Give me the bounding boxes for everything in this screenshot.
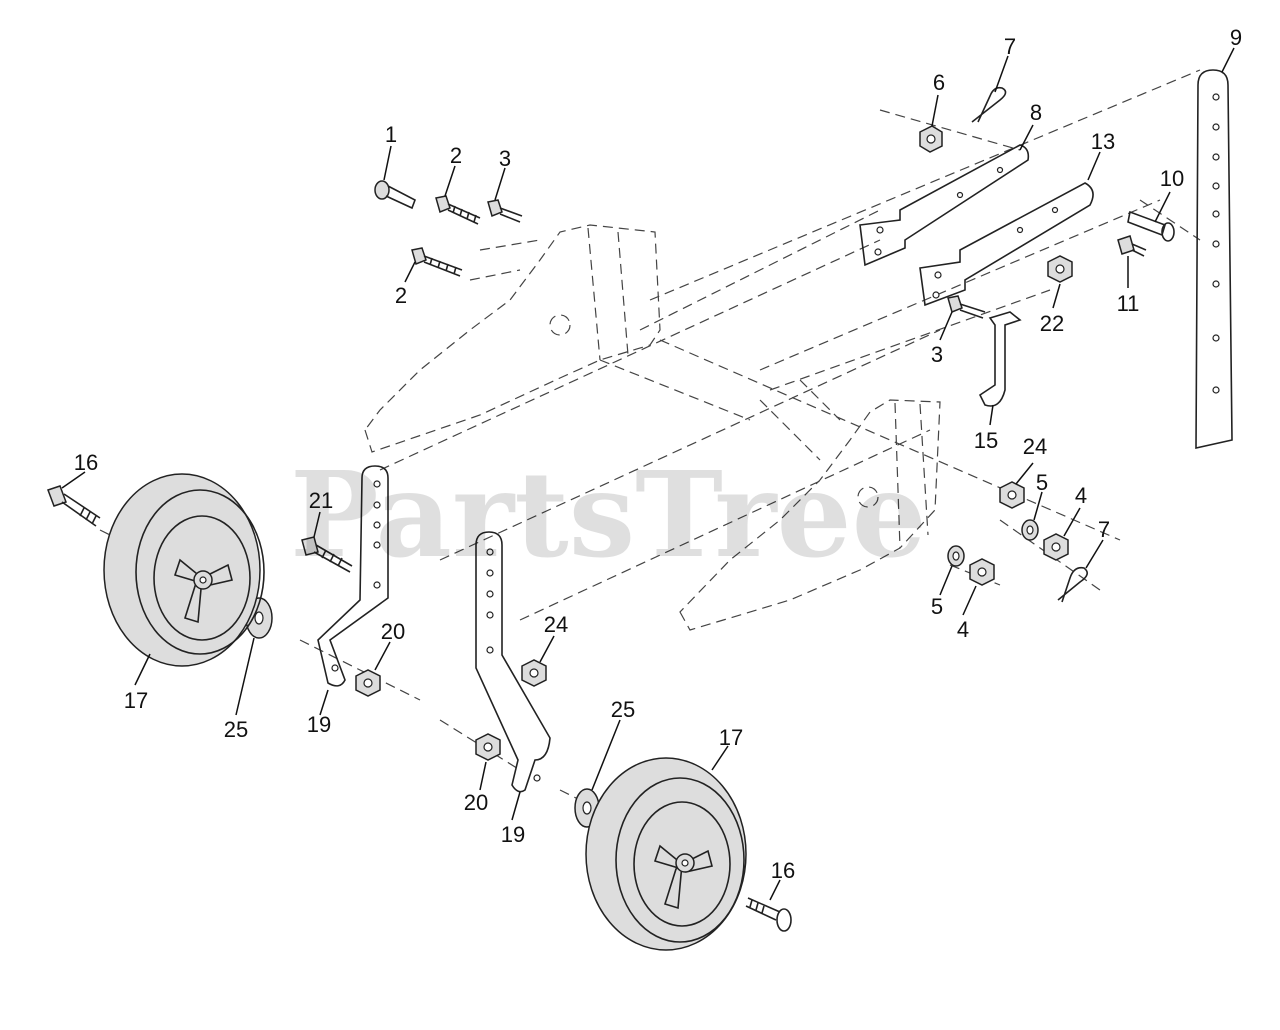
callout-2-lower: 2: [395, 283, 407, 308]
callout-17-left: 17: [124, 688, 148, 713]
callout-25-left: 25: [224, 717, 248, 742]
part-11-bolt: [1117, 235, 1147, 257]
part-22-nut: [1047, 255, 1073, 283]
part-21-bolt: [301, 536, 353, 573]
part-24-nut-left: [521, 659, 547, 687]
callout-19-left: 19: [307, 712, 331, 737]
part-2-bolt-upper: [435, 195, 481, 225]
callout-6: 6: [933, 70, 945, 95]
part-16-bolt-left: [47, 485, 101, 527]
callout-3-upper: 3: [499, 146, 511, 171]
callout-5-upper: 5: [1036, 470, 1048, 495]
leader-lines: [61, 47, 1235, 901]
part-6-nut: [919, 125, 943, 153]
callout-10: 10: [1160, 166, 1184, 191]
watermark-text: PartsTree: [290, 445, 927, 584]
part-2-bolt-lower: [411, 247, 463, 277]
callout-2-upper: 2: [450, 143, 462, 168]
part-3-bolt-right: [947, 295, 986, 319]
callout-7-upper: 7: [1004, 34, 1016, 59]
part-20-nut-upper: [355, 669, 381, 697]
part-1-pin: [374, 180, 416, 210]
frame-outline-right: [679, 399, 941, 631]
frame-outline-left: [364, 224, 661, 453]
callout-16-right: 16: [771, 858, 795, 883]
part-17-wheel-left: [103, 473, 265, 667]
part-16-bolt-right: [745, 897, 792, 932]
callout-20-upper: 20: [381, 619, 405, 644]
callout-4-lower: 4: [957, 617, 969, 642]
part-4-nut-lower: [969, 558, 995, 586]
callout-16-left: 16: [74, 450, 98, 475]
callout-15: 15: [974, 428, 998, 453]
part-20-nut-lower: [475, 733, 501, 761]
part-19-wheel-bracket-right: [475, 531, 551, 793]
part-19-wheel-bracket-left: [317, 465, 389, 687]
part-3-bolt-upper: [487, 199, 523, 223]
callout-22: 22: [1040, 311, 1064, 336]
part-4-nut-upper: [1043, 533, 1069, 561]
part-5-washer-upper: [1021, 519, 1039, 541]
callout-13: 13: [1091, 129, 1115, 154]
callout-21: 21: [309, 488, 333, 513]
callout-3-right: 3: [931, 342, 943, 367]
part-5-washer-lower: [947, 545, 965, 567]
part-9-depth-bar: [1195, 69, 1233, 449]
part-13-bracket: [919, 182, 1094, 307]
part-10-pin: [1127, 210, 1175, 242]
part-17-wheel-right: [585, 757, 747, 951]
callout-5-lower: 5: [931, 594, 943, 619]
callout-1: 1: [385, 122, 397, 147]
callout-9: 9: [1230, 25, 1242, 50]
callout-labels: 1 2 2 3 3 4 4 5 5 6 7 7 8 9 10 11 13 15 …: [74, 25, 1242, 883]
callout-11: 11: [1117, 291, 1140, 316]
part-7-cotter-pin-upper: [971, 86, 1007, 123]
part-24-nut-right: [999, 481, 1025, 509]
callout-24-right: 24: [1023, 434, 1047, 459]
callout-8: 8: [1030, 100, 1042, 125]
part-15-clip: [978, 311, 1022, 407]
callout-17-right: 17: [719, 725, 743, 750]
callout-20-lower: 20: [464, 790, 488, 815]
callout-19-right: 19: [501, 822, 525, 847]
callout-7-lower: 7: [1098, 517, 1110, 542]
callout-25-right: 25: [611, 697, 635, 722]
part-7-cotter-pin-lower: [1057, 566, 1088, 603]
callout-24-left: 24: [544, 612, 568, 637]
callout-4-upper: 4: [1075, 483, 1087, 508]
part-8-bracket: [859, 144, 1030, 267]
